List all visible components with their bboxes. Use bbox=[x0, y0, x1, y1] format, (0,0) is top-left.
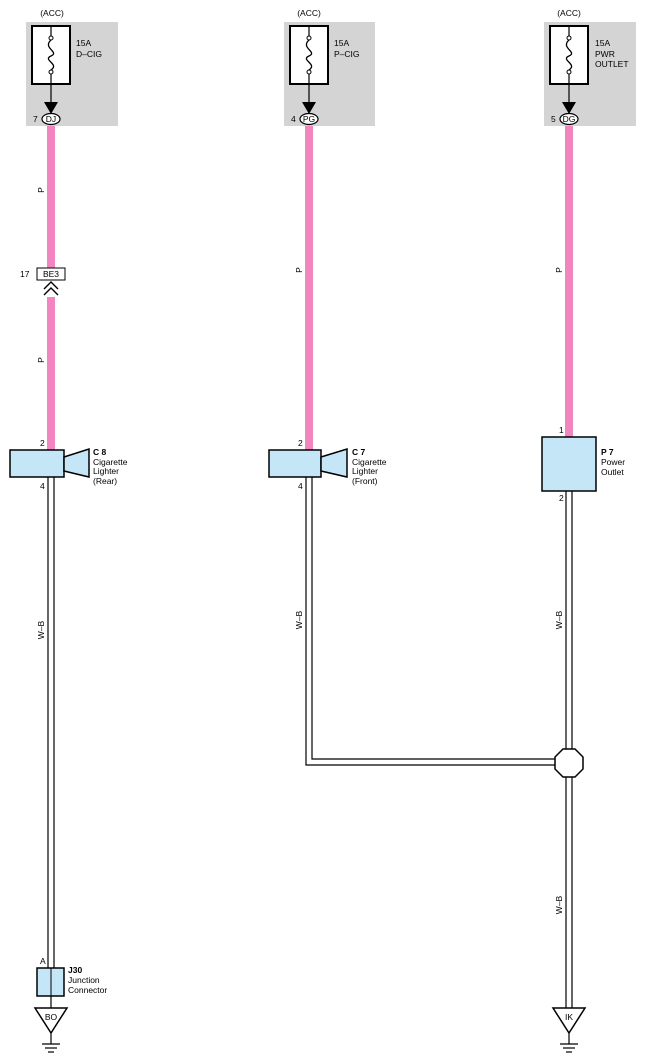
circuit-middle: (ACC) 15A P–CIG PG 4 P 2 C 7 Cigarette L… bbox=[268, 8, 556, 766]
power-outlet-icon bbox=[541, 436, 597, 492]
supply-label: (ACC) bbox=[557, 8, 581, 18]
fuse-name: P–CIG bbox=[334, 49, 360, 59]
junction-pin: A bbox=[40, 956, 46, 966]
component-name: Cigarette bbox=[93, 457, 128, 467]
splice-point-icon bbox=[554, 748, 584, 778]
wire-ground bbox=[47, 477, 55, 968]
cigarette-lighter-icon bbox=[268, 447, 348, 478]
component-pin-out: 2 bbox=[559, 493, 564, 503]
component-pin-out: 4 bbox=[298, 481, 303, 491]
ground-code: IK bbox=[565, 1012, 573, 1022]
wire-color-label: W–B bbox=[36, 620, 46, 639]
component-name: Lighter bbox=[352, 466, 378, 476]
component-name: Power bbox=[601, 457, 625, 467]
terminal-code: PG bbox=[303, 114, 315, 124]
fuse-icon bbox=[289, 25, 329, 85]
circuit-left: (ACC) 15A D–CIG DJ 7 P BE3 17 P 2 C 8 bbox=[9, 8, 128, 1053]
fuse-name: PWR bbox=[595, 49, 615, 59]
wire-pink bbox=[47, 126, 55, 268]
fuse-rating: 15A bbox=[595, 38, 610, 48]
component-pin-in: 2 bbox=[40, 438, 45, 448]
terminal-connector bbox=[559, 112, 579, 126]
wire-color-label: P bbox=[294, 267, 304, 273]
fuse-rating: 15A bbox=[76, 38, 91, 48]
circuit-right: (ACC) 15A PWR OUTLET DG 5 P 1 P 7 Power … bbox=[541, 8, 636, 1053]
junction-name: Connector bbox=[68, 985, 107, 995]
supply-label: (ACC) bbox=[297, 8, 321, 18]
terminal-arrow-icon bbox=[302, 102, 316, 114]
inline-connector-code: BE3 bbox=[43, 269, 59, 279]
wire-ground bbox=[305, 477, 556, 766]
wire-ground bbox=[565, 491, 573, 1008]
terminal-pin: 7 bbox=[33, 114, 38, 124]
component-name: (Rear) bbox=[93, 476, 117, 486]
fuse-icon bbox=[549, 25, 589, 85]
wire-color-label: P bbox=[554, 267, 564, 273]
wire-pink bbox=[47, 297, 55, 450]
supply-label: (ACC) bbox=[40, 8, 64, 18]
fuse-name: OUTLET bbox=[595, 59, 629, 69]
component-name: Cigarette bbox=[352, 457, 387, 467]
wire-color-label: W–B bbox=[554, 610, 564, 629]
terminal-code: DG bbox=[563, 114, 576, 124]
terminal-pin: 5 bbox=[551, 114, 556, 124]
component-name: (Front) bbox=[352, 476, 378, 486]
wire-color-label: W–B bbox=[554, 895, 564, 914]
wire-color-label: W–B bbox=[294, 610, 304, 629]
wire-color-label: P bbox=[36, 357, 46, 363]
terminal-pin: 4 bbox=[291, 114, 296, 124]
fuse-rating: 15A bbox=[334, 38, 349, 48]
inline-connector-pin: 17 bbox=[20, 269, 30, 279]
wire-color-label: P bbox=[36, 187, 46, 193]
component-code: P 7 bbox=[601, 447, 614, 457]
component-code: C 8 bbox=[93, 447, 107, 457]
junction-code: J30 bbox=[68, 965, 82, 975]
component-pin-in: 1 bbox=[559, 425, 564, 435]
terminal-connector bbox=[299, 112, 319, 126]
ground-code: BO bbox=[45, 1012, 58, 1022]
component-pin-out: 4 bbox=[40, 481, 45, 491]
terminal-code: DJ bbox=[46, 114, 56, 124]
fuse-name: D–CIG bbox=[76, 49, 102, 59]
inline-connector bbox=[36, 267, 66, 281]
ground-icon bbox=[33, 1007, 69, 1053]
terminal-arrow-icon bbox=[44, 102, 58, 114]
component-name: Outlet bbox=[601, 467, 624, 477]
component-name: Lighter bbox=[93, 466, 119, 476]
cigarette-lighter-icon bbox=[9, 447, 90, 478]
junction-name: Junction bbox=[68, 975, 100, 985]
fuse-icon bbox=[31, 25, 71, 85]
terminal-arrow-icon bbox=[562, 102, 576, 114]
wire-pink bbox=[305, 126, 313, 450]
ground-icon bbox=[551, 1007, 587, 1053]
connector-chevron-icon bbox=[43, 281, 59, 296]
component-pin-in: 2 bbox=[298, 438, 303, 448]
terminal-connector bbox=[41, 112, 61, 126]
wire-pink bbox=[565, 126, 573, 437]
component-code: C 7 bbox=[352, 447, 366, 457]
